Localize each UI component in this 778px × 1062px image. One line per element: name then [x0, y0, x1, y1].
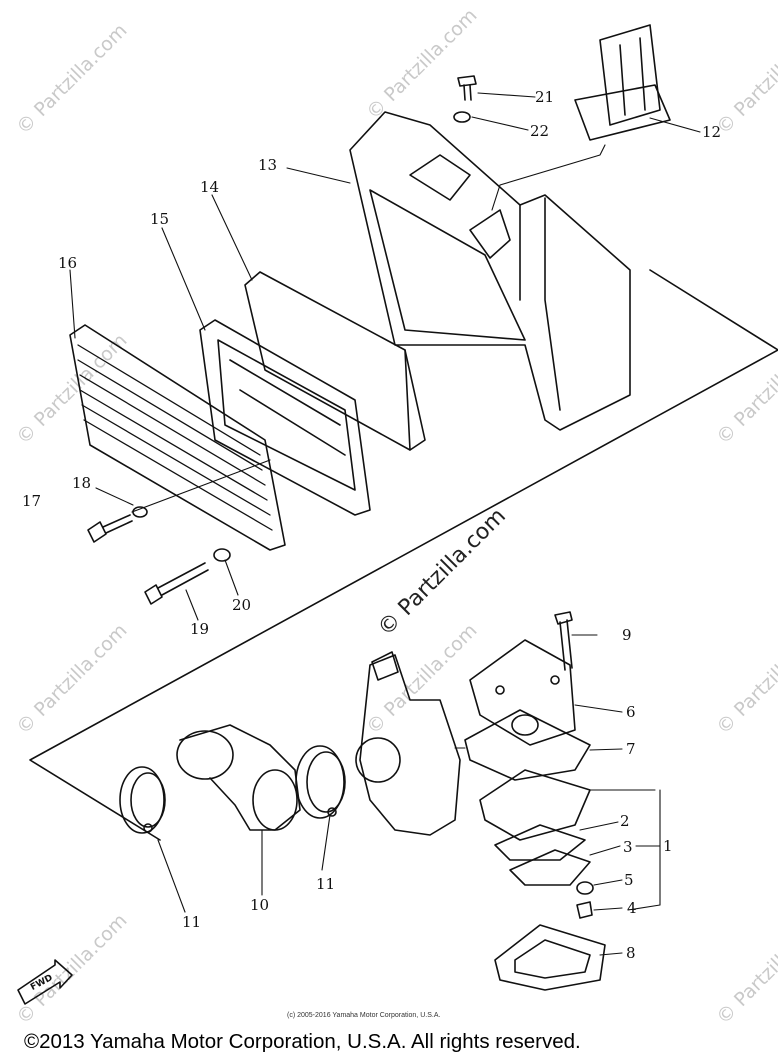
callout-21: 21: [535, 88, 555, 106]
bolt-21: [457, 75, 477, 101]
washer-20: [213, 548, 231, 562]
gasket-7: [464, 709, 591, 781]
airbox-13: [349, 111, 631, 431]
filter-element-14: [244, 271, 426, 451]
gasket-8: [494, 924, 606, 991]
callout-11-right: 11: [316, 875, 336, 893]
callout-18: 18: [72, 474, 92, 492]
callout-11-left: 11: [182, 913, 202, 931]
callout-7: 7: [626, 740, 636, 758]
joint-6: [469, 639, 576, 746]
callout-15: 15: [150, 210, 170, 228]
cover-grille-16: [69, 324, 286, 551]
callout-16: 16: [58, 254, 78, 272]
callout-13: 13: [258, 156, 278, 174]
reed-valve-2: [494, 824, 586, 861]
bolt-9: [554, 611, 573, 671]
callout-1: 1: [663, 837, 673, 855]
callout-14: 14: [200, 178, 220, 196]
callout-17: 17: [22, 492, 42, 510]
gasket-8-inner: [514, 939, 591, 979]
callout-20: 20: [232, 596, 252, 614]
callout-4: 4: [627, 899, 637, 917]
washer-5: [576, 881, 594, 895]
stopper-3: [509, 849, 591, 886]
bolt-17: [87, 514, 133, 543]
clamp-11-left: [119, 766, 166, 834]
intake-joint-10: [176, 724, 301, 831]
callout-19: 19: [190, 620, 210, 638]
reed-valve-assembly-1: [479, 769, 591, 841]
divider-line: [29, 269, 778, 841]
copyright-footer: ©2013 Yamaha Motor Corporation, U.S.A. A…: [24, 1030, 581, 1053]
clamp-11-right: [295, 745, 346, 819]
callout-10: 10: [250, 896, 270, 914]
callout-2: 2: [620, 812, 630, 830]
callout-5: 5: [624, 871, 634, 889]
callout-6: 6: [626, 703, 636, 721]
carburetor: [355, 651, 461, 836]
filter-frame-15: [199, 319, 371, 516]
callout-8: 8: [626, 944, 636, 962]
bolt-19: [144, 562, 209, 605]
callout-12: 12: [702, 123, 722, 141]
leader-lines: [69, 92, 701, 956]
callout-22: 22: [530, 122, 550, 140]
small-copyright: (c) 2005-2016 Yamaha Motor Corporation, …: [287, 1012, 441, 1019]
callout-9: 9: [622, 626, 632, 644]
fwd-arrow-icon: [17, 959, 73, 1005]
callout-3: 3: [623, 838, 633, 856]
screw-4: [576, 901, 593, 919]
inlet-tube-12: [574, 24, 671, 141]
washer-22: [453, 111, 471, 123]
